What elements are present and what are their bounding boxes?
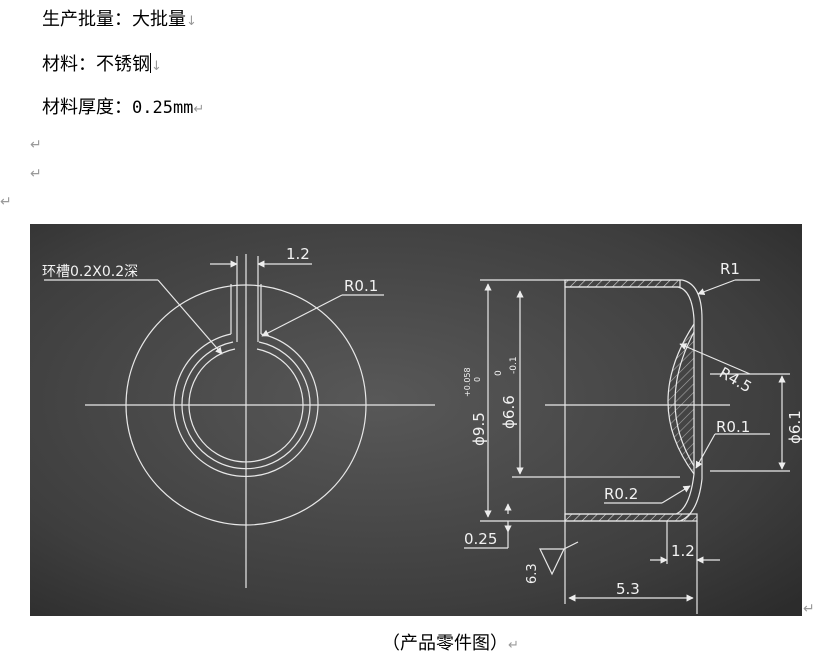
material-line: 材料：不锈钢↓: [42, 53, 162, 79]
outer-diameter-upper-tolerance: +0.058: [463, 367, 472, 397]
line-break-mark: ↓: [151, 59, 162, 74]
slot-corner-radius-label: R0.1: [344, 277, 378, 295]
material-value[interactable]: 不锈钢: [96, 54, 150, 75]
text-cursor: [150, 53, 151, 73]
paragraph-mark: ↵: [30, 137, 42, 153]
inner-diameter-upper-tolerance: 0: [494, 370, 504, 376]
figure-caption: （产品零件图）↵: [382, 632, 519, 658]
inner-diameter-label: ϕ6.6: [500, 395, 518, 429]
inner-corner-radius-label: R0.1: [716, 418, 750, 436]
surface-roughness-value: 6.3: [525, 563, 540, 584]
section-view: [464, 279, 790, 614]
dome-diameter-label: ϕ6.1: [786, 410, 802, 444]
wall-thickness-dimension: 0.25: [464, 530, 497, 548]
line-break-mark: ↓: [186, 14, 197, 29]
inner-diameter-lower-tolerance: -0.1: [509, 356, 519, 374]
paragraph-mark: ↵: [803, 601, 815, 617]
material-thickness-line: 材料厚度：0.25mm↵: [42, 96, 204, 122]
figure-caption-text: （产品零件图）: [382, 633, 508, 654]
paragraph-mark: ↵: [30, 166, 42, 182]
inner-ring-outer: [173, 333, 319, 478]
outer-corner-radius-label: R1: [720, 260, 740, 278]
front-view: [44, 254, 435, 588]
production-batch-value[interactable]: 大批量: [132, 9, 186, 30]
outer-circle: [125, 284, 367, 526]
material-thickness-label: 材料厚度：: [42, 97, 132, 118]
fillet-radius-label: R0.2: [604, 485, 638, 503]
product-part-drawing[interactable]: 环槽0.2X0.2深 1.2 R0.1: [30, 224, 802, 616]
material-thickness-value[interactable]: 0.25mm: [132, 98, 194, 118]
production-batch-label: 生产批量：: [42, 9, 132, 30]
paragraph-mark: ↵: [508, 638, 519, 653]
paragraph-mark: ↵: [0, 194, 12, 210]
groove-ring: [188, 348, 304, 463]
inner-ring-inner: [181, 341, 311, 470]
outer-diameter-label: ϕ9.5: [470, 412, 488, 446]
material-label: 材料：: [42, 54, 96, 75]
gap-width-dimension: 1.2: [286, 245, 310, 263]
production-batch-line: 生产批量：大批量↓: [42, 8, 197, 34]
flange-width-dimension: 1.2: [671, 542, 695, 560]
groove-note-label: 环槽0.2X0.2深: [42, 264, 138, 280]
outer-diameter-lower-tolerance: 0: [473, 377, 482, 382]
paragraph-mark: ↵: [193, 102, 205, 117]
overall-length-dimension: 5.3: [616, 580, 640, 598]
